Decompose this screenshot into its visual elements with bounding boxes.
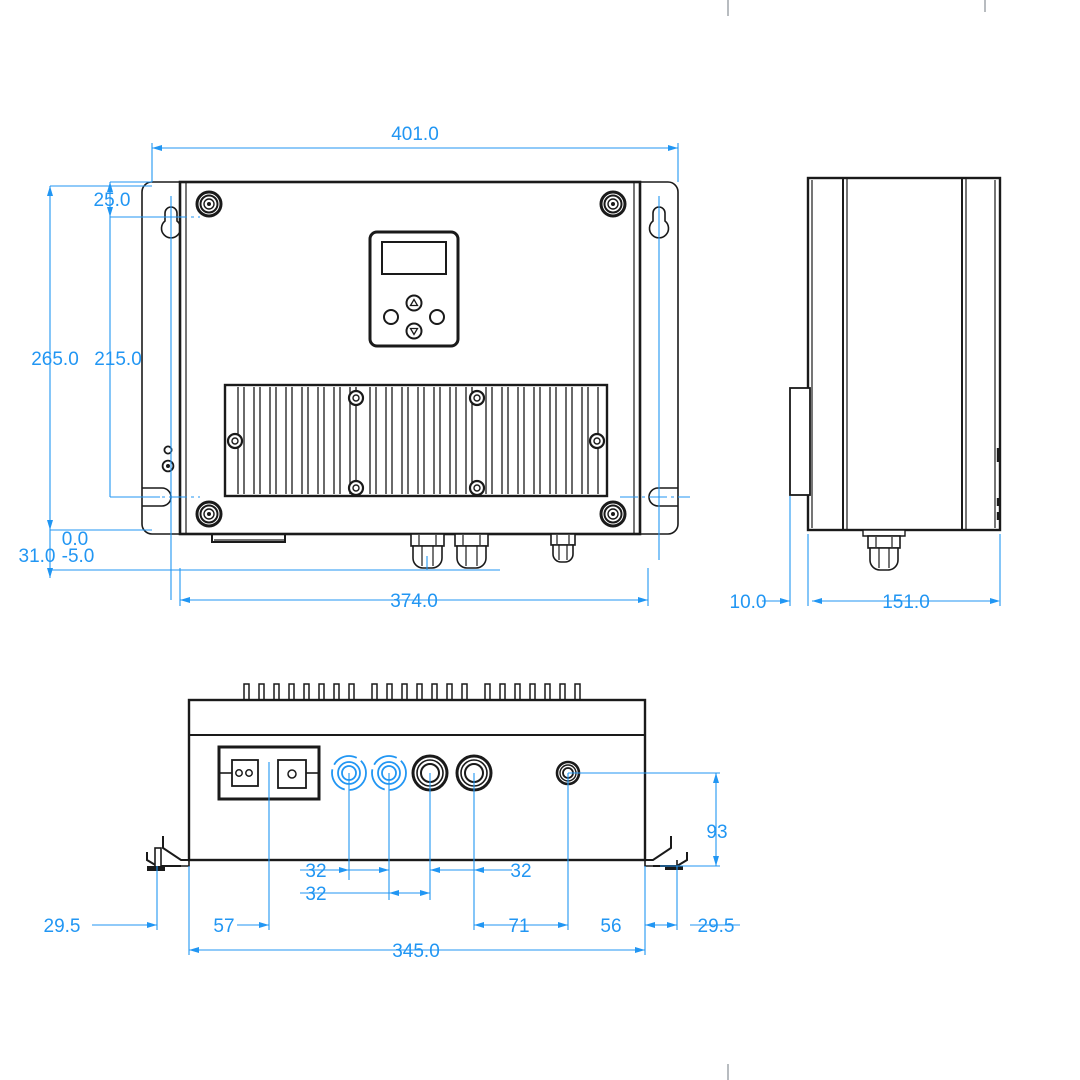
triangle-down-icon (409, 327, 419, 336)
foot-left-pad (147, 866, 165, 871)
triangle-up-icon (409, 298, 419, 307)
dim-overall-height: 265.0 (31, 349, 79, 370)
terminal-one-pin (277, 759, 307, 789)
sheet-centre-marks (727, 0, 986, 1080)
terminal-two-pin (231, 759, 259, 787)
display-screen (381, 241, 447, 275)
bottom-view-dimension-labels: 93 32 32 32 29.5 57 71 56 29.5 345.0 (44, 822, 735, 962)
heatsink-screw-top-right (468, 389, 486, 407)
bottom-view: 93 32 32 32 29.5 57 71 56 29.5 345.0 (44, 683, 740, 962)
heatsink-screw-left (226, 432, 244, 450)
dim-connector-center: 57 (213, 916, 234, 937)
dim-overall-width: 401.0 (391, 124, 439, 145)
dim-right-foot: 29.5 (698, 916, 735, 937)
heatsink-screws (226, 389, 606, 497)
dim-foot-offset: 31.0 (19, 546, 56, 567)
dim-body-depth: 151.0 (882, 592, 930, 613)
dim-right-gland-offset: 56 (600, 916, 621, 937)
foot-right-pad (665, 866, 683, 870)
heatsink-panel (223, 383, 609, 498)
front-view-dimension-lines (47, 143, 690, 606)
dim-bracket-depth: 10.0 (730, 592, 767, 613)
heatsink-fins (237, 387, 599, 494)
wall-bracket-tab (789, 387, 811, 496)
control-panel[interactable] (368, 230, 460, 348)
heatsink-screw-bottom-left (347, 479, 365, 497)
dim-gland-pitch-1: 32 (305, 861, 326, 882)
heatsink-screw-bottom-right (468, 479, 486, 497)
corner-screws (195, 190, 627, 528)
heatsink-outline (223, 383, 609, 498)
down-button[interactable] (405, 322, 423, 340)
side-view: 10.0 151.0 (730, 176, 1002, 613)
dim-top-slot-offset: 25.0 (94, 190, 131, 211)
heatsink-screw-right (588, 432, 606, 450)
dim-slot-span-height: 215.0 (94, 349, 142, 370)
heatsink-fin-tabs (243, 683, 581, 701)
front-view: 401.0 374.0 25.0 215.0 265.0 0.0 31.0 -5… (19, 124, 690, 612)
front-view-dimension-labels: 401.0 374.0 25.0 215.0 265.0 0.0 31.0 -5… (19, 124, 439, 612)
vent-hole-icon (163, 445, 173, 455)
corner-screw-bottom-left (195, 500, 223, 528)
dim-gland-group-offset: 71 (508, 916, 529, 937)
side-view-dimension-labels: 10.0 151.0 (730, 592, 930, 613)
dim-bottom-overall-length: 345.0 (392, 941, 440, 962)
dim-left-foot: 29.5 (44, 916, 81, 937)
cable-gland-2 (454, 533, 489, 569)
cable-gland-side (862, 529, 906, 571)
dim-panel-height: 93 (706, 822, 727, 843)
up-button[interactable] (405, 294, 423, 312)
corner-screw-bottom-right (599, 500, 627, 528)
dim-below-datum: -5.0 (62, 546, 95, 567)
earth-screw-icon (161, 459, 175, 473)
heatsink-screw-top-left (347, 389, 365, 407)
cable-gland-3 (550, 533, 576, 563)
right-button[interactable] (429, 309, 445, 325)
corner-screw-top-left (195, 190, 223, 218)
corner-screw-top-right (599, 190, 627, 218)
dim-gland-pitch-3: 32 (305, 884, 326, 905)
left-button[interactable] (383, 309, 399, 325)
enclosure-body-side (806, 176, 1002, 532)
dim-body-width: 374.0 (390, 591, 438, 612)
bottom-lip (211, 534, 286, 543)
dim-gland-pitch-2: 32 (510, 861, 531, 882)
side-view-dimension-lines (762, 496, 1001, 606)
dim-datum-zero: 0.0 (62, 529, 88, 550)
bottom-view-dimension-lines (92, 762, 740, 955)
